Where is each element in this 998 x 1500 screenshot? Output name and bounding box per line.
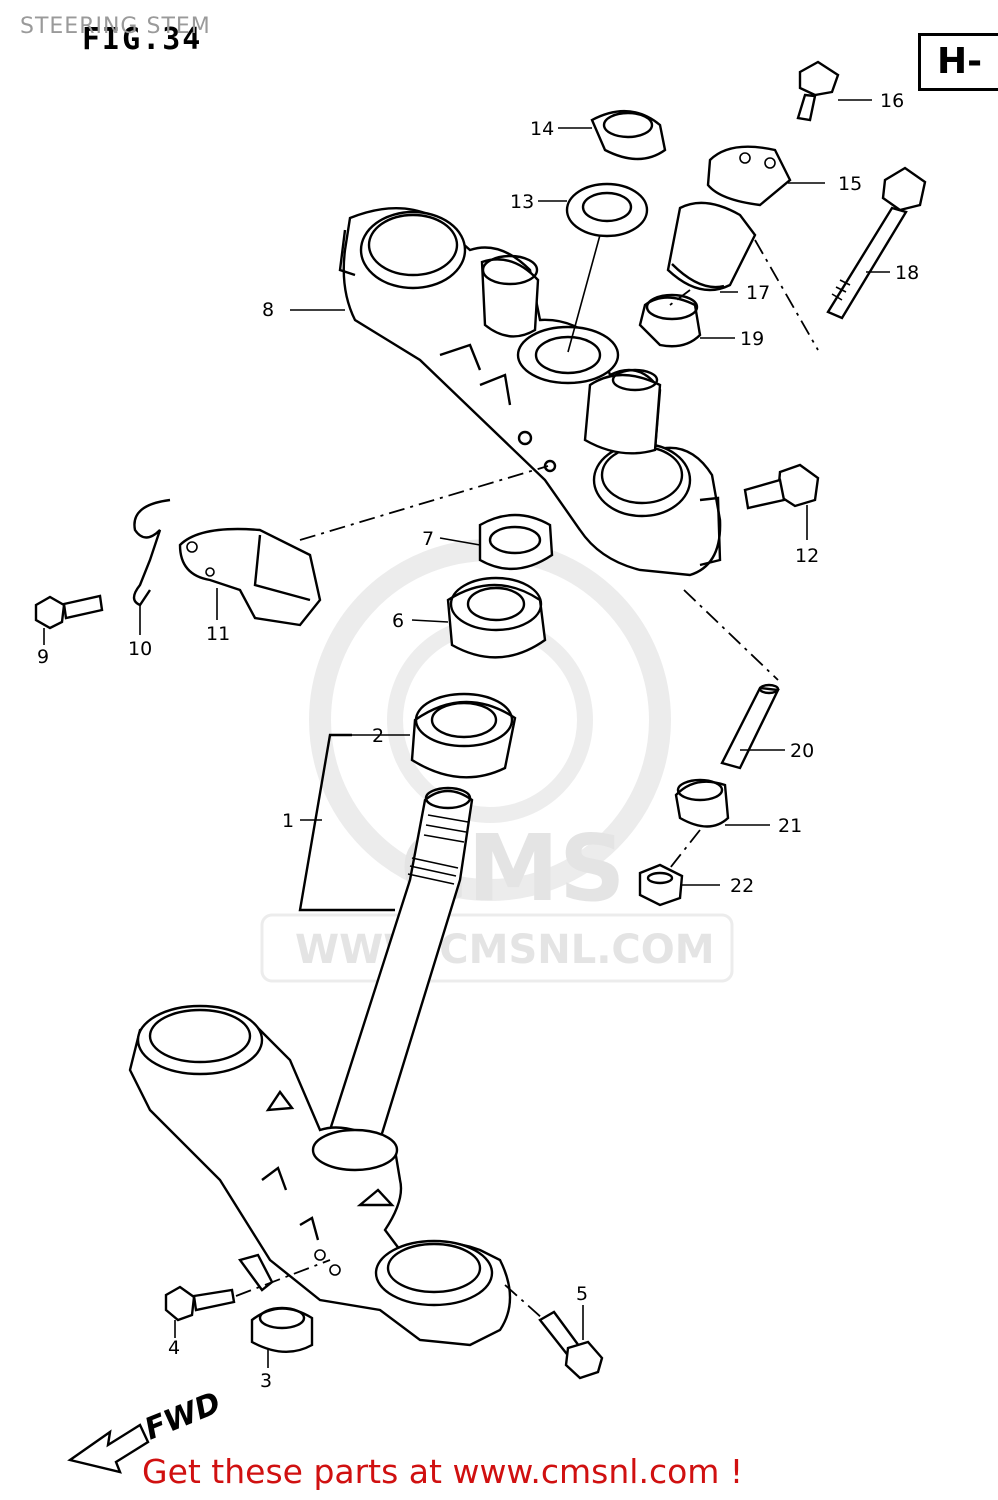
callout-15: 15 <box>838 173 862 195</box>
forward-label: FWD <box>140 1386 226 1448</box>
callout-13: 13 <box>510 191 534 213</box>
callout-7: 7 <box>422 528 434 550</box>
section-code-badge: H- <box>918 33 998 91</box>
cushion-part-21 <box>674 778 730 828</box>
callout-5: 5 <box>576 1283 588 1305</box>
callout-2: 2 <box>372 725 384 747</box>
bolt-part-9 <box>34 594 104 630</box>
page-title: STEERING STEM <box>20 14 211 39</box>
callout-22: 22 <box>730 875 754 897</box>
callout-14: 14 <box>530 118 554 140</box>
bearing-part-6 <box>446 576 547 659</box>
cable-guide-part-11 <box>178 527 322 627</box>
handlebar-holder-part-15 <box>706 145 792 207</box>
washer-part-13 <box>565 182 649 238</box>
bolt-part-5 <box>538 1310 604 1380</box>
leader-lines <box>43 99 890 1368</box>
bolt-part-16 <box>796 60 840 122</box>
callout-11: 11 <box>206 623 230 645</box>
handlebar-lower-holder-part-17 <box>666 201 757 292</box>
callout-20: 20 <box>790 740 814 762</box>
callout-16: 16 <box>880 90 904 112</box>
callouts: 1 2 3 4 5 6 7 8 9 10 11 12 13 14 15 16 1… <box>37 90 919 1392</box>
callout-10: 10 <box>128 638 152 660</box>
footer-parts-link[interactable]: Get these parts at www.cmsnl.com ! <box>142 1452 744 1491</box>
callout-18: 18 <box>895 262 919 284</box>
callout-3: 3 <box>260 1370 272 1392</box>
pin-part-20 <box>720 683 780 770</box>
callout-9: 9 <box>37 646 49 668</box>
steering-stem-part-1 <box>128 786 512 1347</box>
bearing-part-2 <box>410 692 517 779</box>
bolt-part-12 <box>743 463 820 510</box>
callout-4: 4 <box>168 1337 180 1359</box>
nut-part-22 <box>638 863 684 907</box>
figure-label: FIG.34 <box>82 22 203 57</box>
callout-12: 12 <box>795 545 819 567</box>
clip-part-10 <box>132 498 171 607</box>
upper-bracket-part-8 <box>338 207 722 577</box>
steering-nut-part-14 <box>590 109 667 161</box>
lock-nut-part-7 <box>478 513 554 571</box>
bolt-part-4 <box>164 1285 236 1322</box>
cushion-part-19 <box>638 293 702 348</box>
watermark-url: WWW.CMSNL.COM <box>295 927 715 973</box>
callout-17: 17 <box>746 282 770 304</box>
callout-6: 6 <box>392 610 404 632</box>
bolt-part-18 <box>826 166 927 320</box>
grommet-part-3 <box>238 1253 314 1354</box>
callout-1: 1 <box>282 810 294 832</box>
callout-8: 8 <box>262 299 274 321</box>
callout-21: 21 <box>778 815 802 837</box>
callout-19: 19 <box>740 328 764 350</box>
